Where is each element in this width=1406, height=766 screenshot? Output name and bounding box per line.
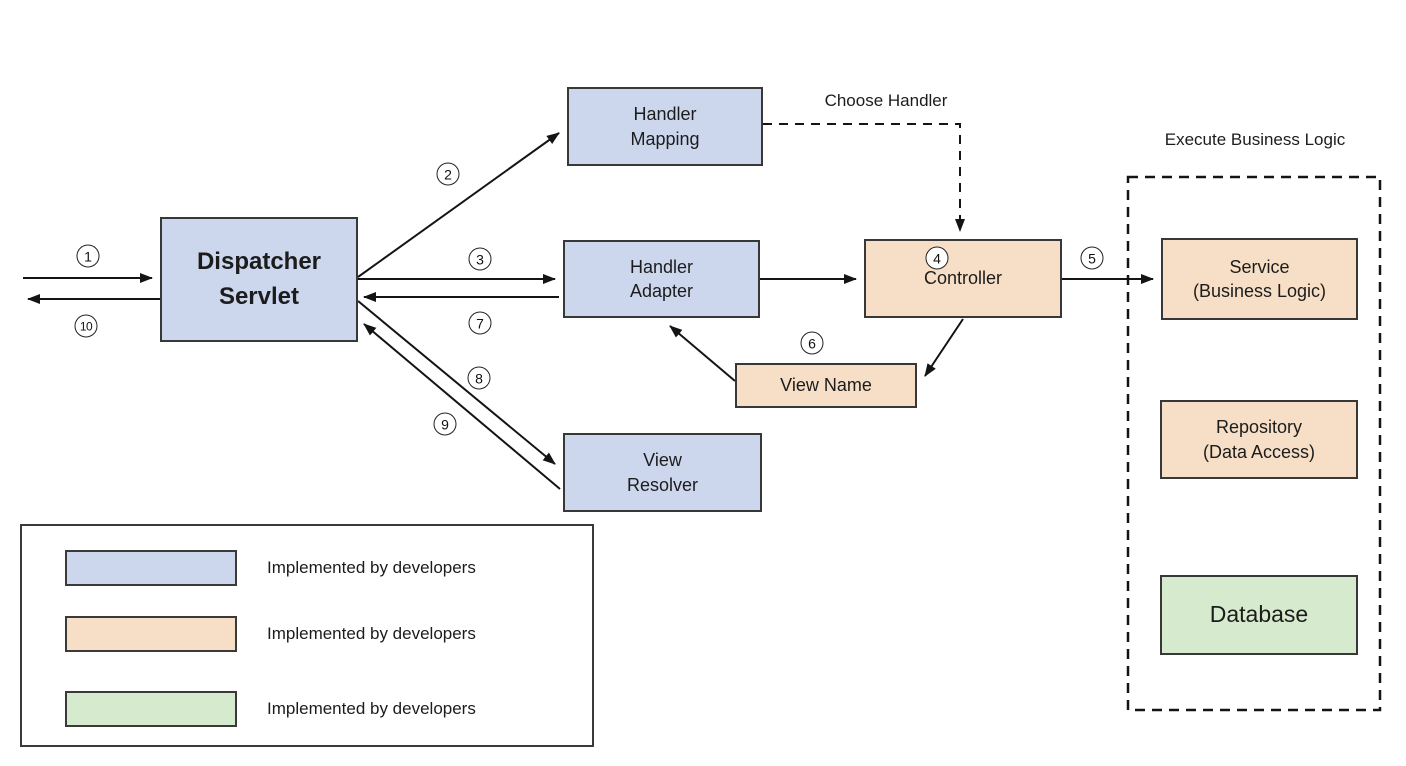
step-badge-9: 9: [433, 412, 457, 436]
step-badge-4: 4: [925, 246, 949, 270]
step-badge-5: 5: [1080, 246, 1104, 270]
node-label: Controller: [923, 268, 1003, 289]
node-label: Database: [1209, 601, 1309, 628]
node-label: Repository (Data Access): [1202, 417, 1316, 462]
node-handler-adapter: Handler Adapter: [563, 240, 760, 318]
node-view-name: View Name: [735, 363, 917, 408]
node-label: Dispatcher Servlet: [196, 247, 322, 310]
execute-business-logic-label: Execute Business Logic: [1164, 130, 1346, 149]
node-controller: Controller: [864, 239, 1062, 318]
node-repository: Repository (Data Access): [1160, 400, 1358, 479]
legend-item-label: Implemented by developers: [267, 699, 476, 718]
arrow-controller-to-viewname: [924, 318, 964, 377]
node-view-resolver: View Resolver: [563, 433, 762, 512]
legend-item-label: Implemented by developers: [267, 624, 476, 643]
step-badge-3: 3: [468, 247, 492, 271]
node-label: Service (Business Logic): [1192, 256, 1327, 301]
legend-swatch-blue: [65, 550, 237, 586]
legend-swatch-tan: [65, 616, 237, 652]
arrow-step-9-return-to-dispatcher: [363, 323, 561, 490]
step-badge-6: 6: [800, 331, 824, 355]
node-label: Handler Mapping: [630, 104, 700, 149]
step-badge-10: 10: [74, 314, 98, 338]
legend: Implemented by developers Implemented by…: [20, 524, 594, 747]
legend-swatch-green: [65, 691, 237, 727]
node-database: Database: [1160, 575, 1358, 655]
arrow-step-6-viewname-to-adapter: [669, 325, 736, 382]
execute-business-logic-container: [1126, 175, 1382, 712]
node-service: Service (Business Logic): [1161, 238, 1358, 320]
legend-item-label: Implemented by developers: [267, 558, 476, 577]
node-label: View Name: [780, 375, 872, 396]
step-badge-8: 8: [467, 366, 491, 390]
step-badge-1: 1: [76, 244, 100, 268]
node-label: Handler Adapter: [629, 256, 694, 301]
step-badge-7: 7: [468, 311, 492, 335]
arrow-step-8-to-view-resolver: [357, 300, 556, 465]
arrow-choose-handler-dashed: [763, 123, 965, 232]
node-label: View Resolver: [626, 450, 699, 495]
node-handler-mapping: Handler Mapping: [567, 87, 763, 166]
step-badge-2: 2: [436, 162, 460, 186]
arrow-step-2-to-handler-mapping: [357, 132, 560, 278]
choose-handler-label: Choose Handler: [824, 91, 948, 110]
node-dispatcher-servlet: Dispatcher Servlet: [160, 217, 358, 342]
